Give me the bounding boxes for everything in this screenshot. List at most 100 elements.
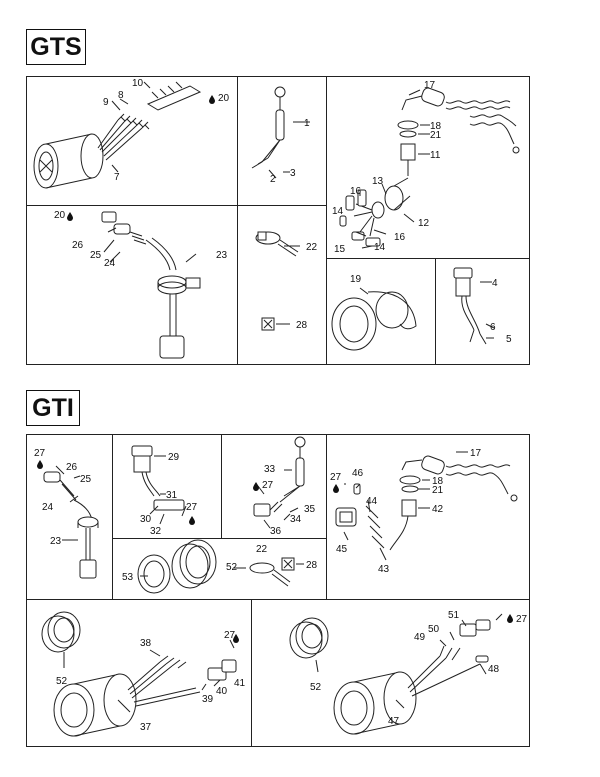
callout-5: 5	[506, 334, 512, 345]
callout-20: 20	[218, 93, 230, 104]
callout-44: 44	[366, 496, 378, 507]
callout-42: 42	[432, 504, 444, 515]
callout-31: 31	[166, 490, 178, 501]
gti-pins-44	[365, 505, 385, 549]
callout-51: 51	[448, 610, 460, 621]
callout-12: 12	[418, 218, 430, 229]
gti-pin-46	[353, 483, 361, 495]
gti-gauge-37	[53, 673, 137, 737]
gti-connector-45	[335, 507, 357, 527]
callout-33: 33	[264, 464, 276, 475]
gti-section-label: GTI	[26, 390, 80, 426]
callout-53: 53	[122, 572, 134, 583]
gts-plug-12	[371, 177, 411, 219]
gti-gauge-wires-b	[407, 655, 481, 697]
callout-17: 17	[424, 80, 436, 91]
gts-connector-26	[101, 211, 131, 235]
gts-washer-21	[399, 130, 417, 138]
callout-23-gti: 23	[50, 536, 62, 547]
callout-1: 1	[304, 118, 310, 129]
callout-46: 46	[352, 468, 364, 479]
gts-ring-19	[331, 291, 417, 351]
callout-2: 2	[270, 174, 276, 185]
callout-22-gti: 22	[256, 544, 268, 555]
callout-27-b: 27	[186, 502, 198, 513]
callout-8: 8	[118, 90, 124, 101]
callout-22: 22	[306, 242, 318, 253]
gti-ring-52-a	[41, 611, 81, 653]
callout-7: 7	[114, 172, 120, 183]
callout-16: 16	[350, 186, 362, 197]
gts-connector-10	[146, 81, 202, 111]
callout-28: 28	[296, 320, 308, 331]
callout-43: 43	[378, 564, 390, 575]
callout-26: 26	[72, 240, 84, 251]
callout-48: 48	[488, 664, 500, 675]
callout-13: 13	[372, 176, 384, 187]
gti-tie-22	[249, 562, 291, 587]
callout-38: 38	[140, 638, 152, 649]
gti-sensor-23	[43, 471, 99, 579]
gts-lanyard-17	[401, 87, 520, 154]
gti-panel-gauge-b	[251, 599, 530, 747]
gti-terminals-38	[159, 655, 187, 669]
callout-34: 34	[290, 514, 302, 525]
callout-18-gti: 18	[432, 476, 444, 487]
gts-plug-wires	[353, 203, 375, 237]
gti-ring-18	[399, 475, 421, 485]
callout-39: 39	[202, 694, 214, 705]
gti-terminals-49-50	[439, 645, 461, 661]
gts-lamp-4	[453, 267, 487, 345]
gti-gauge-47	[333, 671, 417, 735]
gti-gauge-wires-a	[127, 661, 201, 707]
callout-16b: 16	[394, 232, 406, 243]
callout-47: 47	[388, 716, 400, 727]
gts-switch-11	[400, 143, 416, 176]
callout-19: 19	[350, 274, 362, 285]
callout-40: 40	[216, 686, 228, 697]
callout-27-f: 27	[516, 614, 528, 625]
callout-25: 25	[90, 250, 102, 261]
gti-connector-41	[207, 659, 237, 681]
callout-50: 50	[428, 624, 440, 635]
callout-27-a: 27	[34, 448, 46, 459]
gti-washer-21	[401, 485, 419, 493]
callout-27-c: 27	[262, 480, 274, 491]
callout-28-gti: 28	[306, 560, 318, 571]
droplet-icons	[37, 95, 513, 643]
gts-section-label: GTS	[26, 29, 86, 65]
gti-lamp-29	[131, 445, 185, 511]
callout-35: 35	[304, 504, 316, 515]
callout-52-c: 52	[310, 682, 322, 693]
callout-14: 14	[332, 206, 344, 217]
callout-29: 29	[168, 452, 180, 463]
gts-clip-28	[261, 317, 275, 331]
callout-15: 15	[334, 244, 346, 255]
gts-tie-22	[255, 231, 299, 257]
callout-11: 11	[430, 150, 441, 161]
callout-24: 24	[104, 258, 116, 269]
gti-switch-42	[389, 499, 417, 551]
callout-14b: 14	[374, 242, 386, 253]
gts-panel-lamp	[435, 258, 530, 365]
callout-9: 9	[103, 97, 109, 108]
gti-harness-33	[253, 436, 306, 517]
gts-terminals-24	[129, 231, 147, 245]
callout-20b: 20	[54, 210, 66, 221]
callout-26-gti: 26	[66, 462, 78, 473]
callout-41: 41	[234, 678, 246, 689]
callout-37: 37	[140, 722, 152, 733]
callout-23: 23	[216, 250, 228, 261]
callout-45: 45	[336, 544, 348, 555]
gti-ring-52	[171, 539, 217, 589]
gts-terminals-8	[117, 113, 150, 130]
callout-30: 30	[140, 514, 152, 525]
gti-ring-53	[137, 554, 171, 594]
callout-labels: 1 2 3 4 5 6 7 8 9 10 11 12 13 14 15 16 1…	[34, 78, 528, 733]
callout-4: 4	[492, 278, 498, 289]
callout-36: 36	[270, 526, 282, 537]
callout-21: 21	[430, 130, 442, 141]
callout-10: 10	[132, 78, 144, 89]
callout-49: 49	[414, 632, 426, 643]
